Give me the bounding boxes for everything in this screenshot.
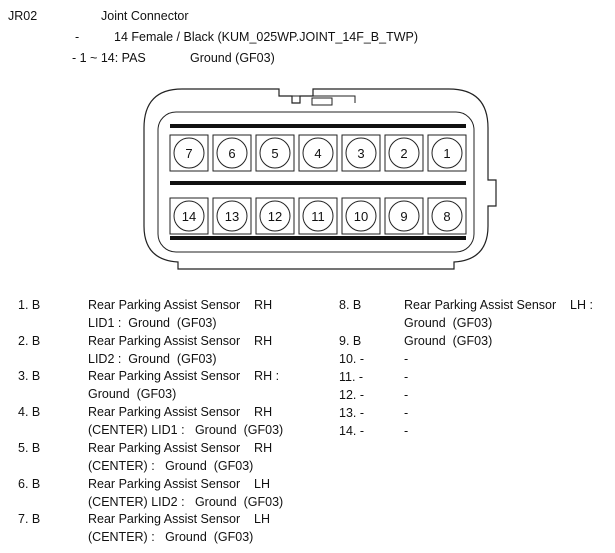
pin-label: 9. B [339, 334, 362, 348]
pin-number: 7 [185, 146, 192, 161]
pin-label: 13. - [339, 406, 365, 420]
pin-description-line1: - [404, 352, 409, 366]
connector-housing [143, 88, 497, 270]
pin-description-line1: Rear Parking Assist Sensor RH [88, 298, 273, 312]
pin-number: 1 [443, 146, 450, 161]
pin-label: 11. - [339, 370, 364, 384]
pin-cavity [298, 134, 338, 172]
pin-description-line1: Rear Parking Assist Sensor RH [88, 440, 273, 455]
pin-label: 6. B [18, 476, 41, 491]
pin-description-line1: Rear Parking Assist Sensor RH [88, 333, 273, 348]
pin-number: 3 [357, 146, 364, 161]
pin-cavity [341, 197, 381, 235]
pin-cavity [212, 134, 252, 172]
pin-cavity [169, 197, 209, 235]
pin-description-line1: Rear Parking Assist Sensor LH : [404, 298, 593, 312]
pin-number: 13 [225, 209, 239, 224]
pin-description-line2: (CENTER) LID2 : Ground (GF03) [88, 494, 284, 509]
pin-terminal [388, 137, 420, 169]
pin-terminal [345, 137, 377, 169]
pin-terminal [345, 200, 377, 232]
pin-description-line2: LID2 : Ground (GF03) [88, 351, 217, 366]
pin-terminal [216, 200, 248, 232]
pin-cavity [255, 134, 295, 172]
pin-range: - 1 ~ 14: PAS [72, 51, 146, 65]
pin-terminal [173, 137, 205, 169]
pin-number: 10 [354, 209, 368, 224]
pin-number: 5 [271, 146, 278, 161]
pin-number: 11 [311, 209, 325, 224]
pin-terminal [216, 137, 248, 169]
pin-terminal [259, 200, 291, 232]
connector-code: JR02 [8, 9, 38, 23]
pin-terminal [388, 200, 420, 232]
pin-description-line1: - [404, 370, 409, 384]
pin-description-line1: Rear Parking Assist Sensor LH [88, 476, 271, 491]
pin-terminal [302, 137, 334, 169]
latch-slot [311, 97, 333, 106]
bottom-bar [170, 236, 466, 240]
pin-label: 7. B [18, 512, 41, 527]
pin-number: 2 [400, 146, 407, 161]
pin-cavity [384, 197, 424, 235]
pin-description-line2: (CENTER) : Ground (GF03) [88, 530, 254, 545]
pin-terminal [302, 200, 334, 232]
pin-cavity [427, 197, 467, 235]
latch [291, 95, 356, 103]
pin-description-line1: - [404, 388, 409, 402]
pin-label: 4. B [18, 405, 41, 420]
pin-number: 4 [314, 146, 321, 161]
pin-number: 6 [228, 146, 235, 161]
connector-title: Joint Connector [101, 9, 189, 23]
pin-row-top: 7 6 5 4 3 2 1 [169, 134, 467, 172]
pin-number: 14 [182, 209, 196, 224]
pin-number: 9 [400, 209, 407, 224]
pin-cavity [169, 134, 209, 172]
pin-cavity [427, 134, 467, 172]
pin-label: 3. B [18, 369, 41, 384]
pin-label: 1. B [18, 298, 41, 312]
pin-description-line2: (CENTER) LID1 : Ground (GF03) [88, 423, 284, 438]
pin-description-line2: (CENTER) : Ground (GF03) [88, 458, 254, 473]
middle-bar [170, 181, 466, 185]
pin-description-line2: Ground (GF03) [88, 387, 177, 402]
inner-housing [157, 111, 475, 253]
connector-spec: 14 Female / Black (KUM_025WP.JOINT_14F_B… [114, 30, 419, 44]
pin-label: 14. - [339, 424, 365, 438]
pin-description-line2: Ground (GF03) [404, 316, 493, 330]
pin-cavity [212, 197, 252, 235]
pin-label: 2. B [18, 333, 41, 348]
pin-description-line1: - [404, 424, 409, 438]
pin-terminal [431, 200, 463, 232]
pin-terminal [173, 200, 205, 232]
pin-description-line1: Rear Parking Assist Sensor RH : [88, 369, 280, 384]
pin-label: 8. B [339, 298, 362, 312]
pin-terminal [259, 137, 291, 169]
top-bar [170, 124, 466, 128]
pin-label: 10. - [339, 352, 365, 366]
pin-label: 12. - [339, 388, 365, 402]
pin-cavity [384, 134, 424, 172]
pin-label: 5. B [18, 440, 41, 455]
pin-description-line1: Rear Parking Assist Sensor RH [88, 405, 273, 420]
pin-number: 8 [443, 209, 450, 224]
pin-description-line1: - [404, 406, 409, 420]
pin-description-line1: Rear Parking Assist Sensor LH [88, 512, 271, 527]
connector-diagram: 7 6 5 4 3 2 1 14 13 12 11 10 9 8 [143, 88, 497, 270]
pin-cavity [298, 197, 338, 235]
pin-description-line2: LID1 : Ground (GF03) [88, 316, 217, 330]
pin-row-bottom: 14 13 12 11 10 9 8 [169, 197, 467, 235]
pin-number: 12 [268, 209, 282, 224]
pin-terminal [431, 137, 463, 169]
spec-dash: - [75, 30, 80, 44]
pin-range-ground: Ground (GF03) [190, 51, 275, 65]
pin-cavity [255, 197, 295, 235]
pin-description-line1: Ground (GF03) [404, 334, 493, 348]
pin-cavity [341, 134, 381, 172]
